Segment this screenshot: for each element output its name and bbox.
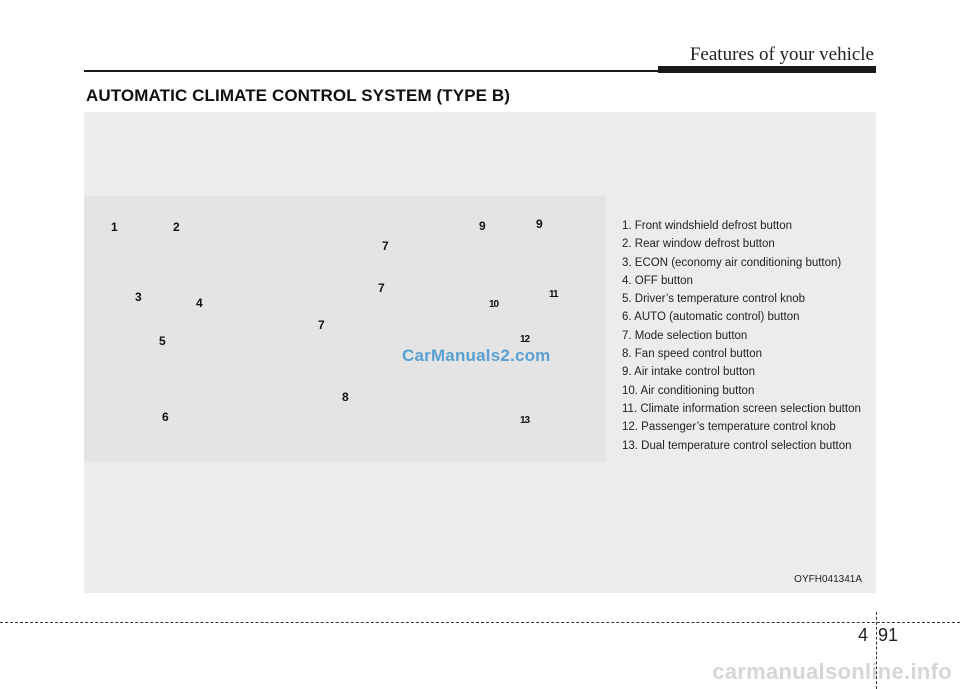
callout-8: 8: [342, 390, 349, 404]
legend-item: 12. Passenger’s temperature control knob: [622, 421, 836, 434]
legend-list: 1. Front windshield defrost button 2. Re…: [622, 217, 861, 455]
callout-7b: 7: [378, 281, 385, 295]
callout-13: 13: [520, 415, 530, 426]
callout-3: 3: [135, 290, 142, 304]
page-number-value: 91: [878, 625, 899, 645]
legend-item: 3. ECON (economy air conditioning button…: [622, 256, 842, 269]
callout-9a: 9: [479, 219, 486, 233]
figure-panel-band: [84, 196, 606, 462]
footer-rule: [0, 622, 960, 623]
callout-1: 1: [111, 220, 118, 234]
callout-7c: 7: [318, 318, 325, 332]
header-rule-thick: [658, 66, 876, 73]
callout-7a: 7: [382, 239, 389, 253]
site-watermark: carmanualsonline.info: [712, 659, 952, 684]
callout-11: 11: [549, 289, 559, 300]
legend-item: 4. OFF button: [622, 274, 693, 287]
page-number: 4 91: [858, 625, 898, 646]
legend-item: 13. Dual temperature control selection b…: [622, 439, 852, 452]
watermark: CarManuals2.com: [402, 346, 551, 365]
page-title: AUTOMATIC CLIMATE CONTROL SYSTEM (TYPE B…: [86, 86, 511, 105]
legend-item: 2. Rear window defrost button: [622, 238, 775, 251]
callout-5: 5: [159, 334, 166, 348]
callout-12: 12: [520, 334, 530, 345]
legend-item: 6. AUTO (automatic control) button: [622, 311, 800, 324]
callout-9b: 9: [536, 217, 543, 231]
legend-item: 7. Mode selection button: [622, 329, 748, 342]
callout-2: 2: [173, 220, 180, 234]
callout-10: 10: [489, 299, 499, 310]
image-code: OYFH041341A: [794, 574, 862, 585]
chapter-number: 4: [858, 625, 869, 645]
legend-item: 9. Air intake control button: [622, 366, 755, 379]
legend-item: 11. Climate information screen selection…: [622, 402, 861, 415]
legend-item: 1. Front windshield defrost button: [622, 220, 793, 232]
callout-6: 6: [162, 410, 169, 424]
section-header: Features of your vehicle: [689, 44, 874, 65]
legend-item: 10. Air conditioning button: [622, 384, 755, 397]
footer-vertical-rule: [876, 612, 877, 689]
callout-4: 4: [196, 296, 203, 310]
legend-item: 8. Fan speed control button: [622, 348, 763, 361]
legend-item: 5. Driver’s temperature control knob: [622, 293, 806, 306]
header-rule-thin: [84, 70, 658, 72]
climate-control-figure: 1 2 3 4 5 6 7 7 7 8 9 9 10 11 12 13 CarM…: [84, 112, 876, 593]
